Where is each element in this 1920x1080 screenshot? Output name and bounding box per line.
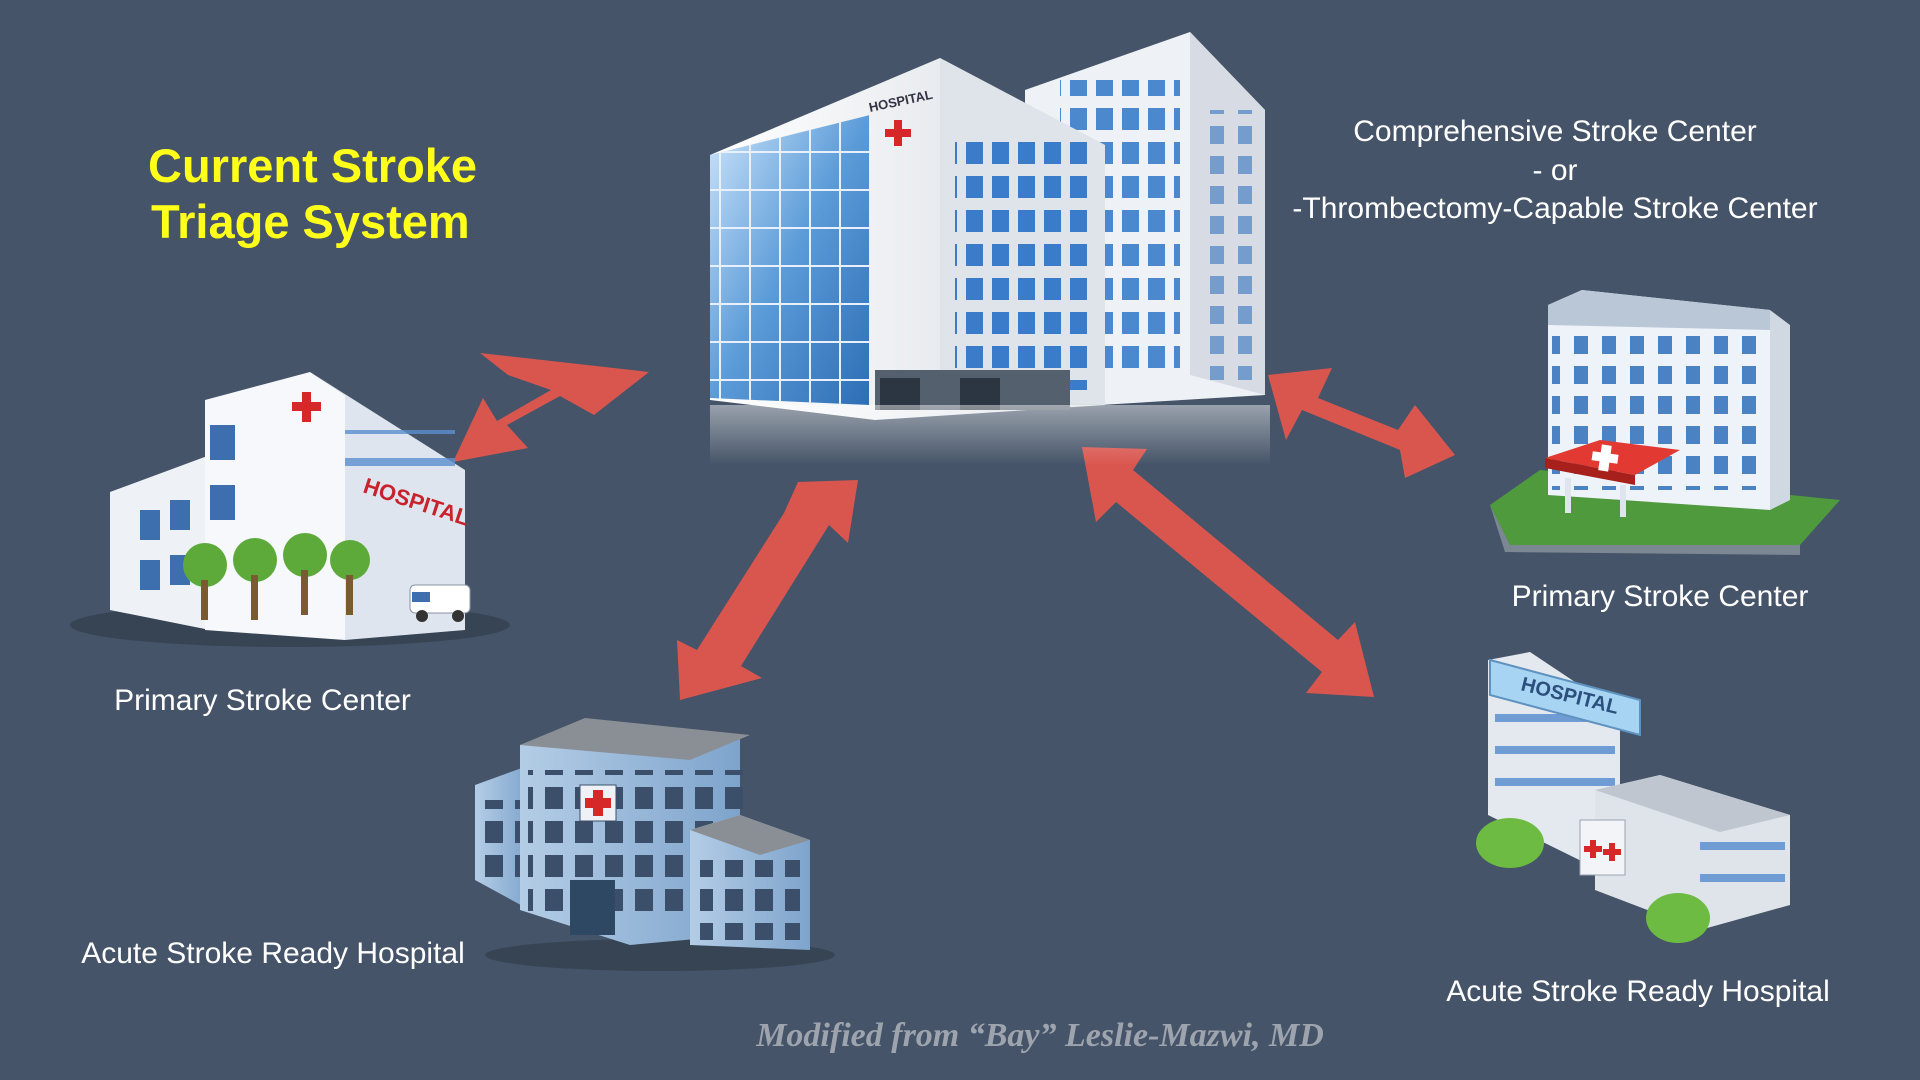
right-acute-label: Acute Stroke Ready Hospital (1446, 975, 1830, 1008)
left-acute-label: Acute Stroke Ready Hospital (81, 937, 465, 970)
bush (1476, 818, 1544, 868)
credit-line: Modified from “Bay” Leslie-Mazwi, MD (756, 1017, 1324, 1054)
left-acute-stroke-ready-building (475, 718, 835, 971)
ambulance-icon (409, 584, 471, 622)
trees (183, 533, 370, 620)
comprehensive-stroke-center-building: HOSPITAL (710, 32, 1270, 465)
arrow-hub-to-left-primary (453, 353, 649, 462)
left-primary-stroke-center-building: HOSPITAL (70, 372, 510, 647)
arrows (453, 353, 1455, 700)
left-primary-label: Primary Stroke Center (114, 684, 411, 717)
arrow-shape (677, 480, 858, 700)
hub-label-line-2: - or (1532, 154, 1578, 187)
arrow-shape (1268, 368, 1455, 478)
bush (1646, 893, 1710, 943)
diagram-title-line-2: Triage System (151, 195, 470, 248)
right-primary-stroke-center-building (1490, 290, 1840, 555)
arrow-shape (453, 353, 649, 462)
reflection (710, 405, 1270, 465)
hub-label-line-3: -Thrombectomy-Capable Stroke Center (1292, 192, 1818, 225)
arrow-shape (1082, 447, 1374, 697)
right-acute-stroke-ready-building: HOSPITAL (1476, 652, 1790, 943)
arrow-hub-to-right-primary (1268, 368, 1455, 478)
right-primary-label: Primary Stroke Center (1511, 580, 1809, 613)
hub-label-line-1: Comprehensive Stroke Center (1353, 115, 1757, 148)
arrow-hub-to-right-acute (1082, 447, 1374, 697)
diagram-title-line-1: Current Stroke (148, 139, 478, 192)
arrow-hub-to-left-acute (677, 480, 858, 700)
